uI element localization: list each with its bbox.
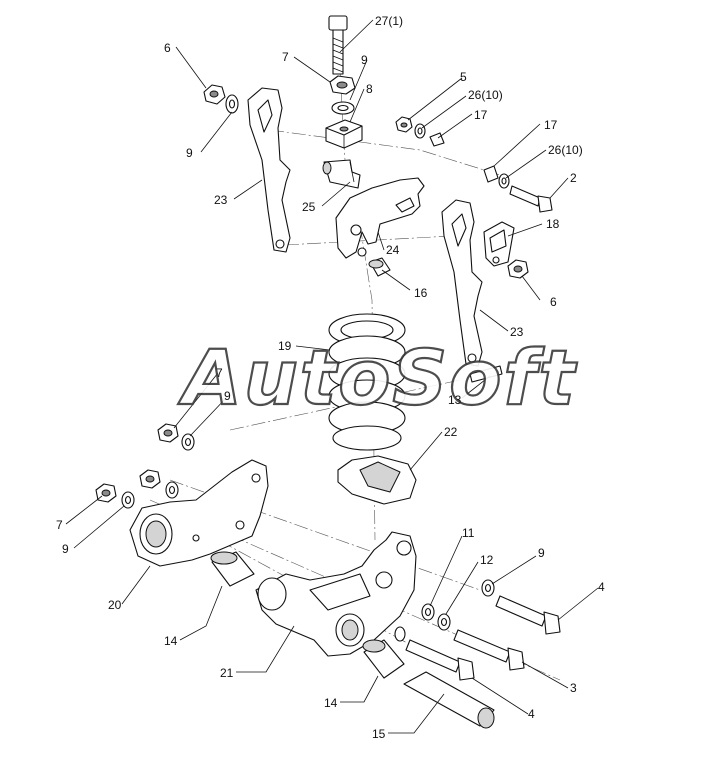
callout-7-top: 7 (282, 50, 289, 64)
callout-2: 2 (570, 171, 577, 185)
washer-9-right (481, 579, 495, 597)
bushing-16 (368, 257, 391, 277)
nut-6-left (203, 84, 226, 105)
washer-9-left (225, 94, 239, 114)
nut-7-low2 (139, 469, 161, 489)
washer-9-mid (181, 433, 195, 451)
callout-19: 19 (278, 339, 292, 353)
callout-13: 13 (448, 393, 462, 407)
callout-5: 5 (460, 70, 467, 84)
callout-9-top-left: 9 (186, 146, 193, 160)
nut-7-mid (157, 423, 179, 443)
callout-11: 11 (462, 526, 475, 540)
bracket-20 (129, 459, 269, 567)
callout-21: 21 (220, 666, 234, 680)
pin-13 (469, 365, 503, 383)
bushing-14-right (362, 639, 405, 679)
callout-14-left: 14 (164, 634, 178, 648)
leader-lines (65, 19, 599, 734)
washer-9-top (331, 101, 355, 115)
washer-26-top (414, 123, 426, 139)
callout-18: 18 (546, 217, 560, 231)
callout-27: 27(1) (375, 14, 403, 28)
bushing-14-left (210, 551, 255, 587)
sleeve-15 (403, 671, 495, 729)
callout-9-right: 9 (538, 546, 545, 560)
nut-5 (395, 116, 413, 133)
callout-17-top: 17 (474, 108, 488, 122)
bolt-3 (453, 629, 525, 671)
callout-26-top: 26(10) (468, 88, 503, 102)
watermark-text: AutoSoft (178, 333, 577, 422)
callout-6-top-left: 6 (164, 41, 171, 55)
washer-11 (421, 603, 435, 621)
nut-7-top (329, 75, 356, 95)
washer-9-bottom (394, 626, 406, 642)
bolt-27 (328, 15, 348, 75)
callout-25: 25 (302, 200, 316, 214)
housing-21 (255, 531, 417, 657)
callout-9-top: 9 (361, 53, 368, 67)
spring-seat-22 (337, 455, 417, 505)
nut-7-low (95, 483, 117, 503)
bolt-4-lower (405, 639, 475, 681)
callout-3: 3 (570, 681, 577, 695)
bolt-2 (509, 185, 553, 213)
washer-26-right (498, 173, 510, 189)
callout-17-right: 17 (544, 118, 558, 132)
callout-14-right: 14 (324, 696, 338, 710)
callout-7-low: 7 (56, 518, 63, 532)
callout-8: 8 (366, 82, 373, 96)
nut-6-right (507, 259, 529, 279)
lever-23-right (441, 199, 483, 367)
callout-23-left: 23 (214, 193, 228, 207)
callout-4-lower: 4 (528, 707, 535, 721)
callout-26-right: 26(10) (548, 143, 583, 157)
washer-12 (437, 613, 451, 631)
callout-4-right: 4 (598, 580, 605, 594)
callout-22: 22 (444, 425, 458, 439)
lever-23-left (247, 87, 291, 253)
callout-12: 12 (480, 553, 494, 567)
callout-23-right: 23 (510, 325, 524, 339)
washer-9-low2 (165, 481, 179, 499)
callout-20: 20 (108, 598, 122, 612)
bolt-4-right (495, 595, 561, 635)
spring-19 (328, 313, 406, 451)
bracket-24 (335, 177, 425, 259)
callout-6-right: 6 (550, 295, 557, 309)
callout-labels: 27(1) 6 7 9 8 9 5 26(10) 17 17 26(10) 2 … (56, 14, 605, 741)
callout-9-mid: 9 (224, 389, 231, 403)
callout-7-mid: 7 (216, 366, 223, 380)
block-8 (325, 119, 363, 149)
callout-16: 16 (414, 286, 428, 300)
plate-18 (483, 221, 515, 267)
callout-9-low: 9 (62, 542, 69, 556)
autosoft-watermark: AutoSoft (177, 332, 577, 423)
callout-15: 15 (372, 727, 386, 741)
bushing-17-right (483, 165, 499, 183)
washer-9-low (121, 491, 135, 509)
pin-25 (322, 159, 361, 189)
callout-24: 24 (386, 243, 400, 257)
